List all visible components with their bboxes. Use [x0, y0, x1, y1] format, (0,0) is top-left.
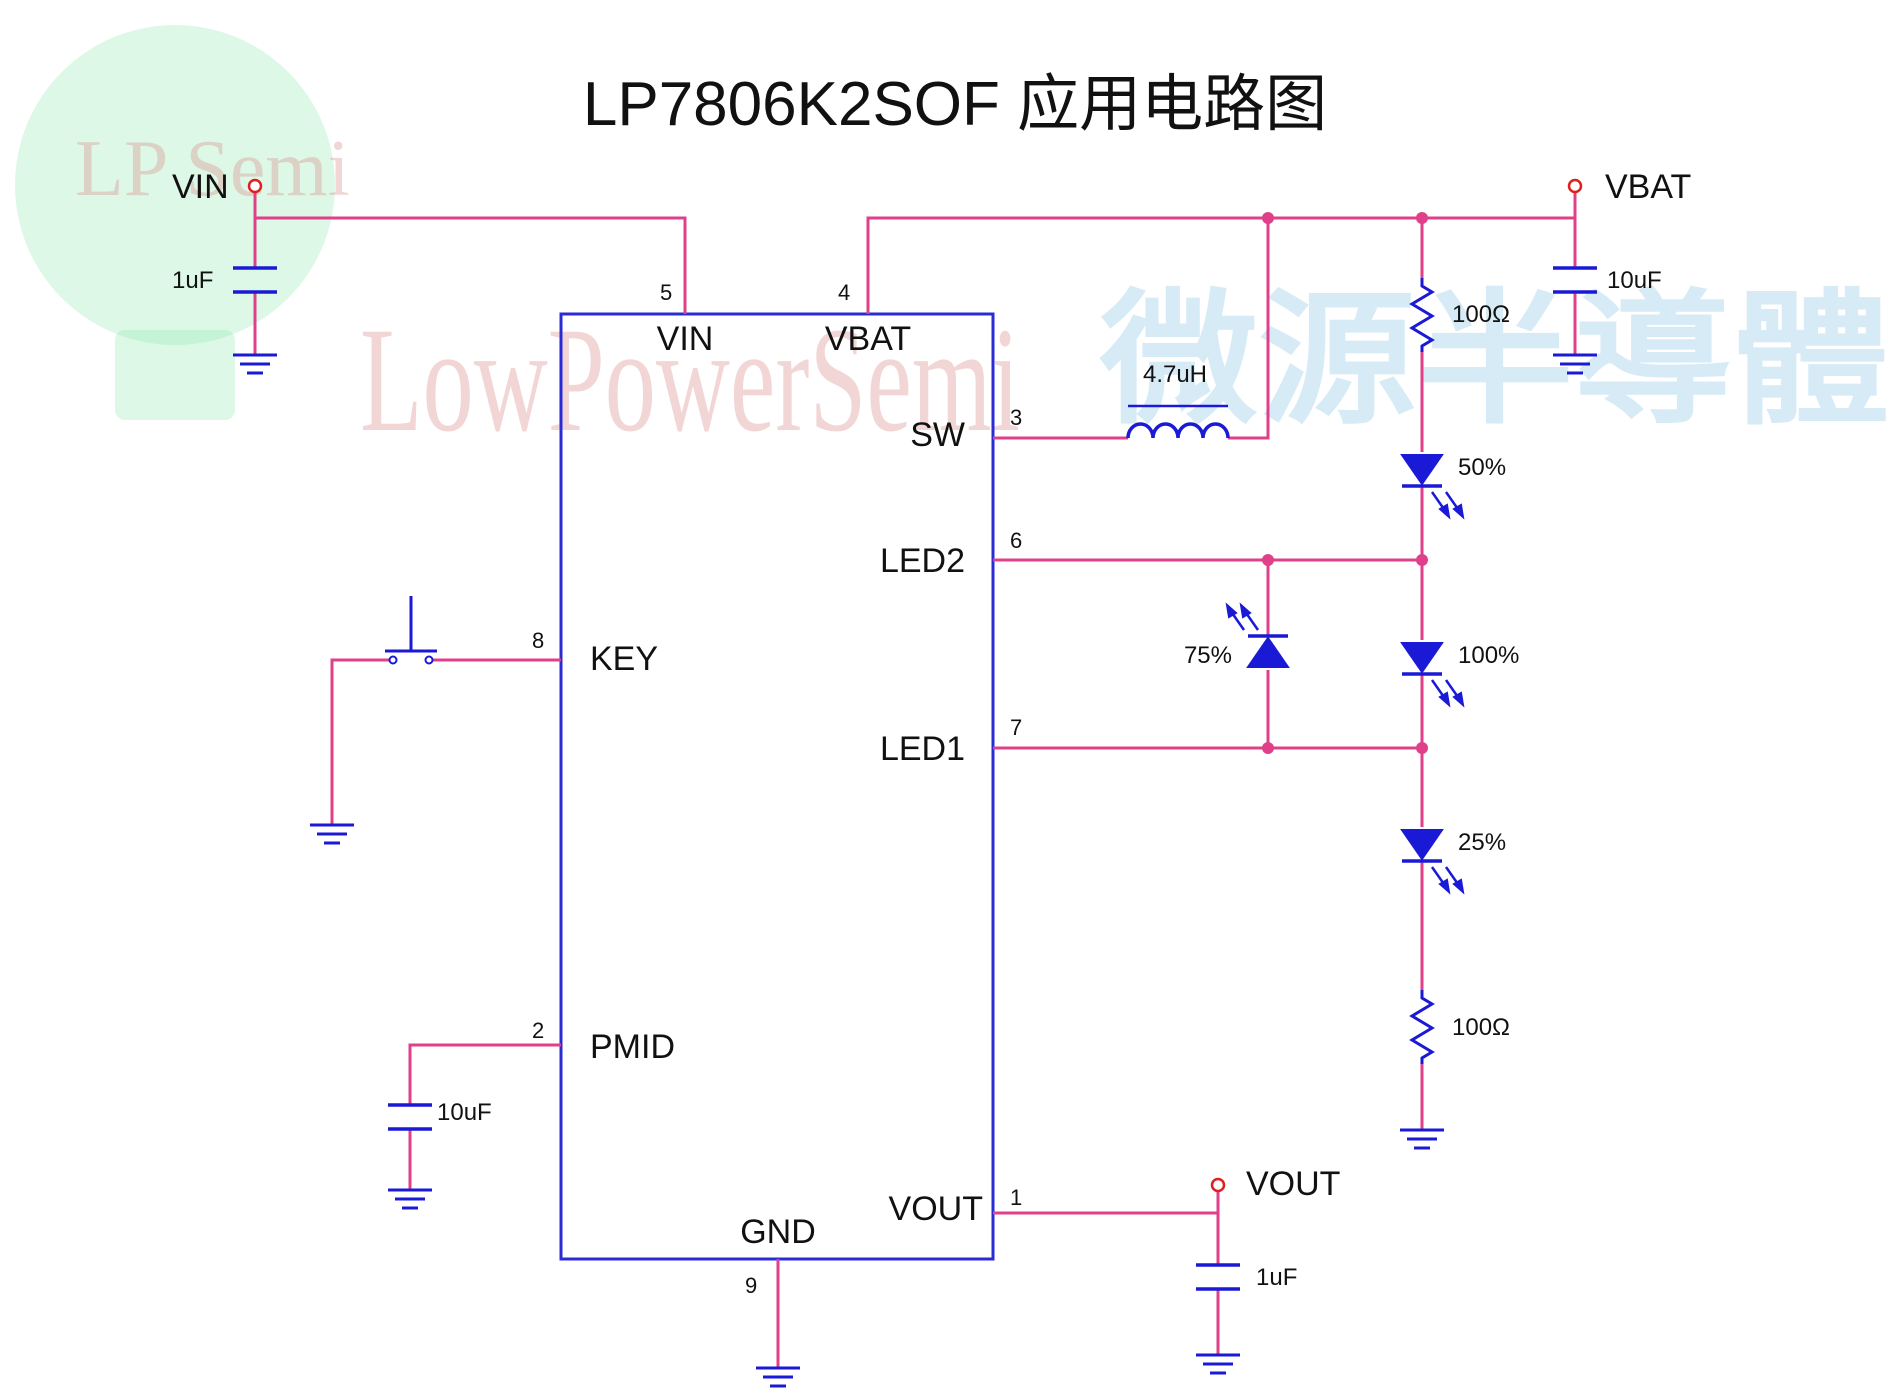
led-25-label: 25% [1458, 829, 1506, 856]
capacitor-icon [233, 266, 277, 294]
vin-terminal-icon [247, 178, 263, 194]
pin-name-led2: LED2 [880, 542, 965, 580]
led-icon [1225, 602, 1290, 668]
pin-number-8: 8 [532, 628, 544, 653]
inductor-label: 4.7uH [1143, 361, 1207, 388]
led-100-label: 100% [1458, 642, 1519, 669]
resistor-icon [1409, 990, 1435, 1064]
cap-vbat-label: 10uF [1607, 267, 1662, 294]
pin-number-5: 5 [660, 280, 672, 305]
resistor-icon [1409, 278, 1435, 352]
ground-icon [1553, 353, 1597, 375]
vbat-terminal-label: VBAT [1605, 168, 1691, 206]
ground-icon [310, 823, 354, 845]
ground-icon [388, 1188, 432, 1210]
watermark-logo-text: LP Semi [75, 125, 350, 213]
capacitor-icon [1553, 266, 1597, 294]
pin-number-7: 7 [1010, 715, 1022, 740]
vout-terminal-label: VOUT [1246, 1165, 1340, 1203]
ground-icon [1400, 1128, 1444, 1150]
cap-pmid-label: 10uF [437, 1099, 492, 1126]
capacitor-icon [1196, 1263, 1240, 1291]
cap-vin-label: 1uF [172, 267, 213, 294]
pin-name-sw: SW [910, 416, 965, 454]
watermark-logo: LP Semi [15, 25, 350, 420]
page-title: LP7806K2SOF 应用电路图 [583, 70, 1327, 139]
led-icon [1400, 642, 1465, 708]
ground-icon [756, 1366, 800, 1388]
led-75-label: 75% [1184, 642, 1232, 669]
junction-dots [1262, 212, 1428, 754]
res-top-label: 100Ω [1452, 301, 1510, 328]
pin-number-9: 9 [745, 1273, 757, 1298]
led-50-label: 50% [1458, 454, 1506, 481]
vout-terminal-icon [1210, 1177, 1226, 1193]
push-button-icon [385, 596, 437, 665]
pin-name-pmid: PMID [590, 1028, 675, 1066]
pin-number-6: 6 [1010, 528, 1022, 553]
ground-icon [233, 353, 277, 375]
pin-name-led1: LED1 [880, 730, 965, 768]
vin-terminal-label: VIN [172, 168, 229, 206]
pin-name-gnd: GND [740, 1213, 816, 1251]
pin-number-3: 3 [1010, 405, 1022, 430]
pin-name-vin: VIN [657, 320, 714, 358]
pin-number-4: 4 [838, 280, 850, 305]
pin-name-vout: VOUT [889, 1190, 983, 1228]
cap-vout-label: 1uF [1256, 1264, 1297, 1291]
vbat-terminal-icon [1567, 178, 1583, 194]
led-icon [1400, 829, 1465, 895]
pin-name-vbat: VBAT [825, 320, 911, 358]
ground-icon [1196, 1353, 1240, 1375]
pin-name-key: KEY [590, 640, 658, 678]
led-icon [1400, 454, 1465, 520]
res-bottom-label: 100Ω [1452, 1014, 1510, 1041]
watermark-chinese-text: 微源半導體 [1099, 276, 1890, 445]
pin-number-2: 2 [532, 1018, 544, 1043]
capacitor-icon [388, 1103, 432, 1131]
wires [253, 190, 1577, 1368]
watermark-brand-text: LowPowerSemi [360, 297, 1020, 463]
pin-number-1: 1 [1010, 1185, 1022, 1210]
inductor-icon [1126, 404, 1230, 439]
